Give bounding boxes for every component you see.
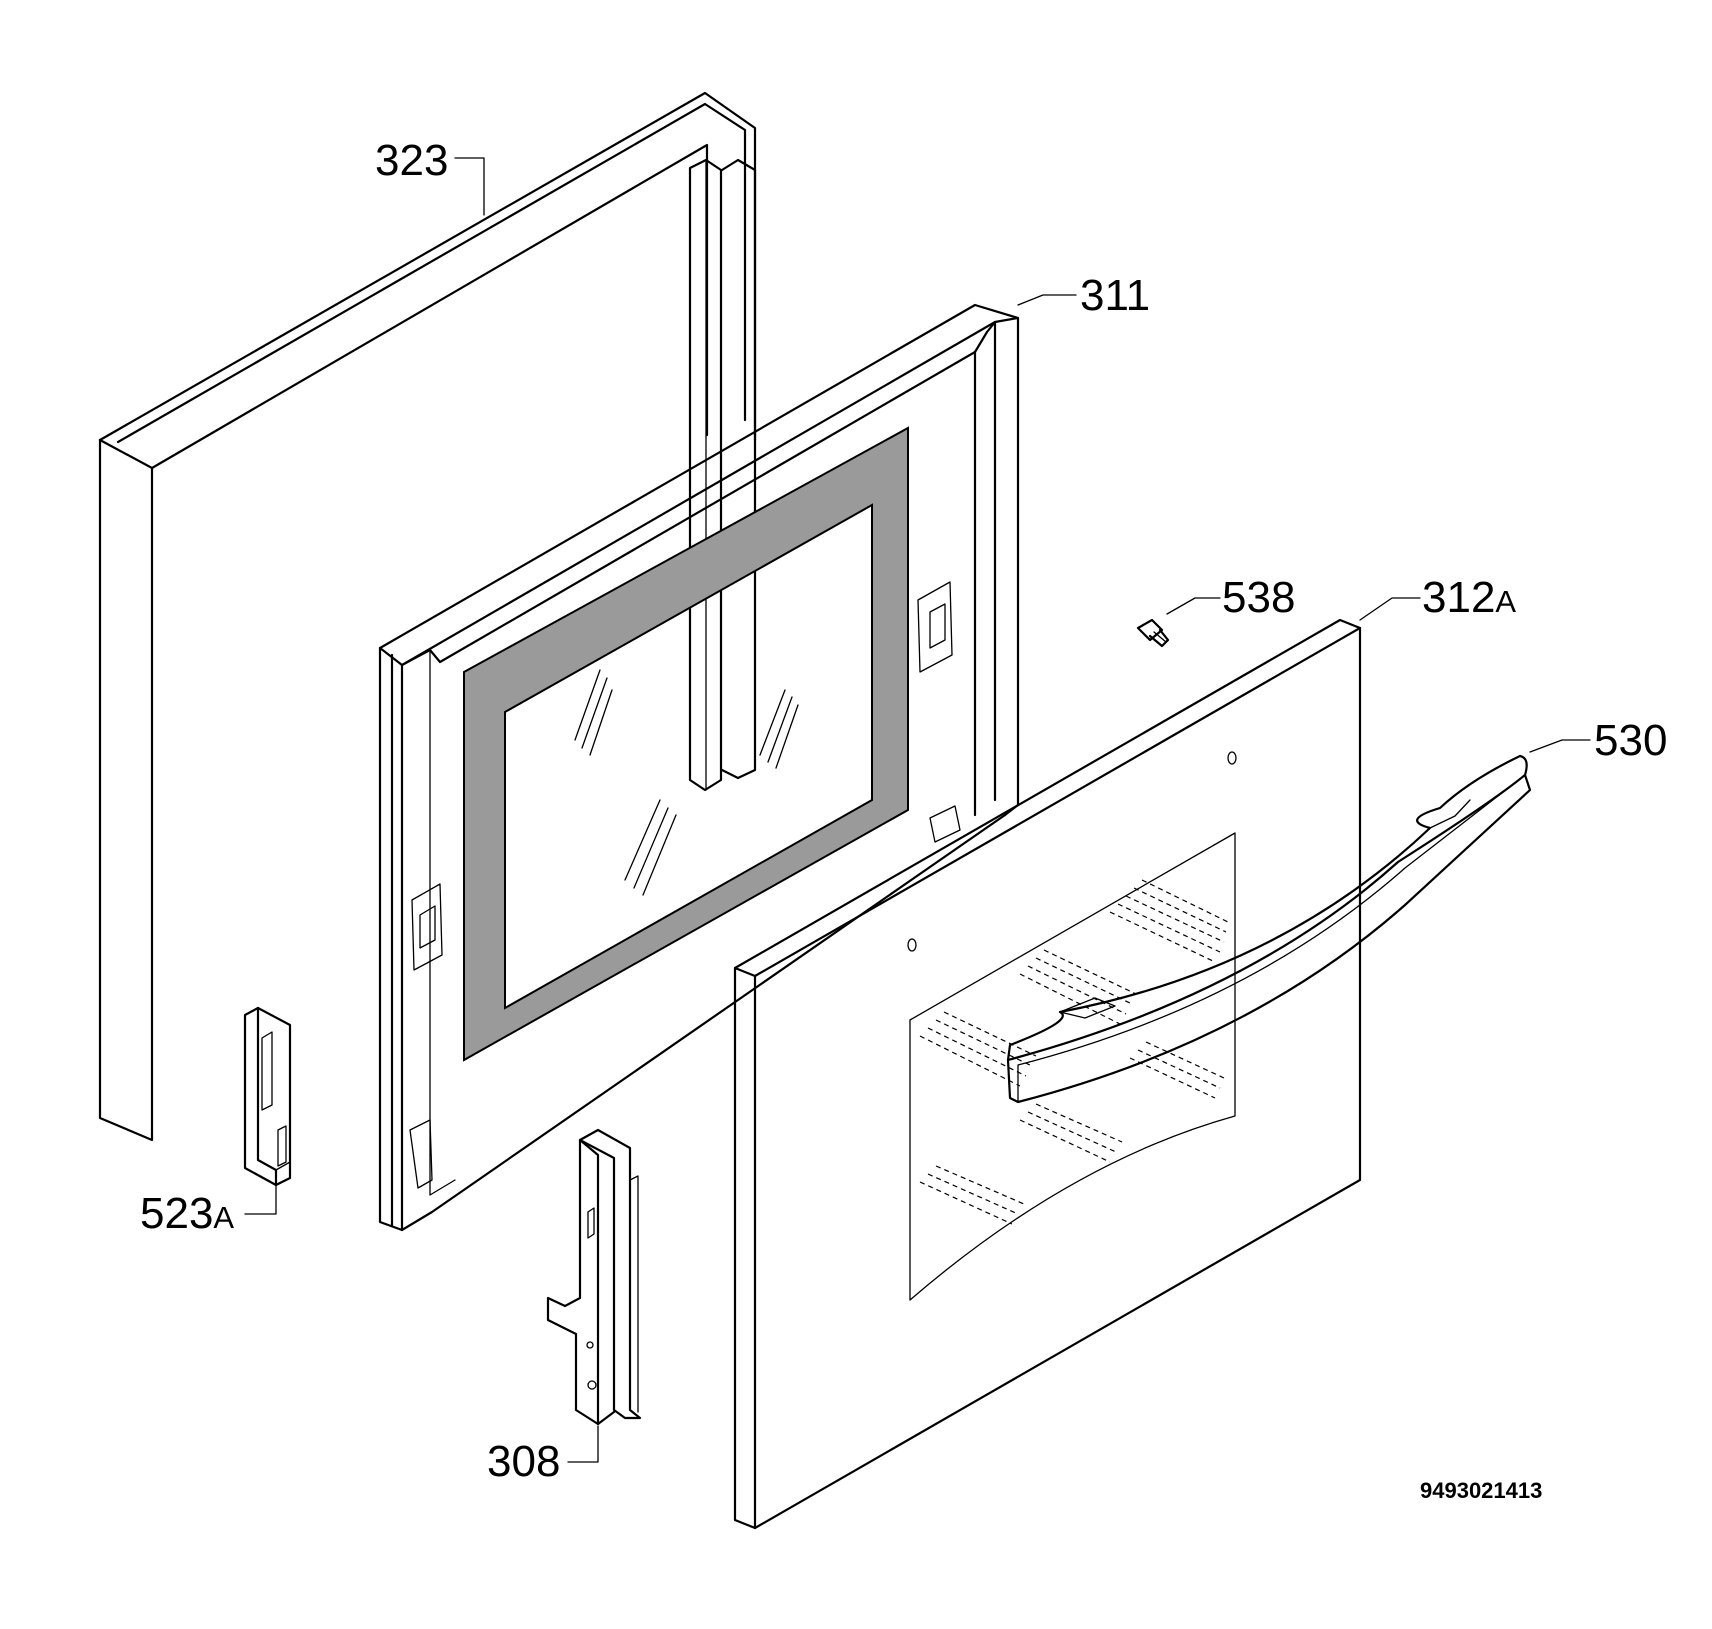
leader-323 xyxy=(454,157,485,216)
callout-530: 530 xyxy=(1594,716,1667,765)
part-312a-outer-panel xyxy=(733,618,1362,1530)
part-538-screw xyxy=(1136,618,1170,648)
panel-decor-lines xyxy=(919,879,1229,1225)
callout-523a: 523A xyxy=(140,1189,234,1238)
leader-523a xyxy=(244,1184,277,1215)
part-308-hinge xyxy=(546,1128,642,1426)
leader-312a xyxy=(1359,597,1421,621)
leader-311 xyxy=(1017,294,1077,306)
part-323-door-frame xyxy=(98,91,757,1142)
document-number: 9493021413 xyxy=(1420,1478,1542,1503)
callout-leaders xyxy=(244,157,1591,1463)
part-530-handle xyxy=(1006,754,1532,1104)
callout-538: 538 xyxy=(1222,573,1295,622)
callout-323: 323 xyxy=(375,136,448,185)
leader-308 xyxy=(567,1425,599,1463)
part-311-inner-door xyxy=(378,303,1020,1232)
leader-538 xyxy=(1166,597,1221,615)
callout-311: 311 xyxy=(1080,271,1150,320)
callout-308: 308 xyxy=(487,1437,560,1486)
leader-530 xyxy=(1529,739,1591,753)
callout-312a: 312A xyxy=(1422,573,1516,622)
part-523a-side-clip xyxy=(243,1006,292,1187)
